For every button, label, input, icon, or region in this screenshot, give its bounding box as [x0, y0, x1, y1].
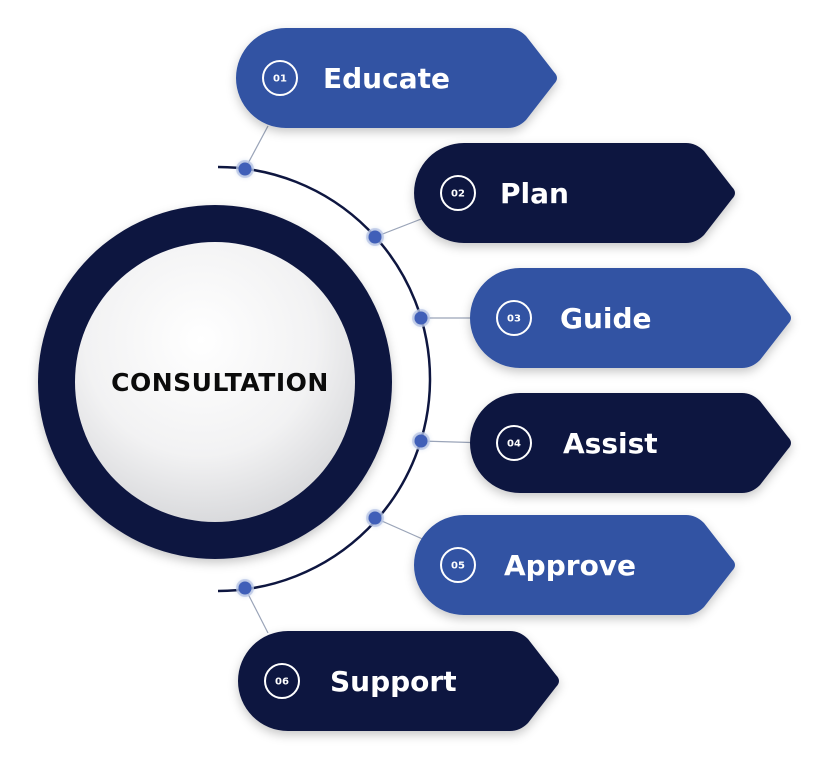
arc-node [368, 511, 382, 525]
step-label: Guide [560, 302, 652, 335]
step-number: 01 [273, 74, 287, 85]
step-number: 03 [507, 314, 521, 325]
arc-node [238, 162, 252, 176]
center-circle [38, 205, 392, 559]
step-shape [470, 393, 791, 493]
step-label: Support [330, 665, 457, 698]
step-number-badge [440, 547, 476, 583]
center-label: CONSULTATION [111, 368, 329, 397]
step-shape [470, 268, 791, 368]
step-assist: 04 Assist [470, 393, 791, 493]
arc-node [238, 581, 252, 595]
step-number-badge [264, 663, 300, 699]
step-shape [414, 143, 735, 243]
step-label: Assist [563, 427, 658, 460]
outer-arc [217, 165, 432, 593]
step-plan: 02 Plan [414, 143, 735, 243]
arc-node [368, 230, 382, 244]
step-number-badge [440, 175, 476, 211]
step-shape [236, 28, 557, 128]
step-number: 04 [507, 439, 521, 450]
center-disc [75, 242, 355, 522]
step-support: 06 Support [238, 631, 559, 731]
step-number: 06 [275, 677, 289, 688]
step-label: Plan [500, 177, 569, 210]
step-educate: 01 Educate [236, 28, 557, 128]
step-label: Approve [504, 549, 636, 582]
step-number: 02 [451, 189, 465, 200]
step-number-badge [496, 300, 532, 336]
arc-node [414, 311, 428, 325]
arc-node [414, 434, 428, 448]
step-number: 05 [451, 561, 465, 572]
step-guide: 03 Guide [470, 268, 791, 368]
step-shape [414, 515, 735, 615]
step-approve: 05 Approve [414, 515, 735, 615]
step-number-badge [262, 60, 298, 96]
arc-nodes [236, 160, 430, 597]
step-label: Educate [323, 62, 450, 95]
step-number-badge [496, 425, 532, 461]
step-shape [238, 631, 559, 731]
